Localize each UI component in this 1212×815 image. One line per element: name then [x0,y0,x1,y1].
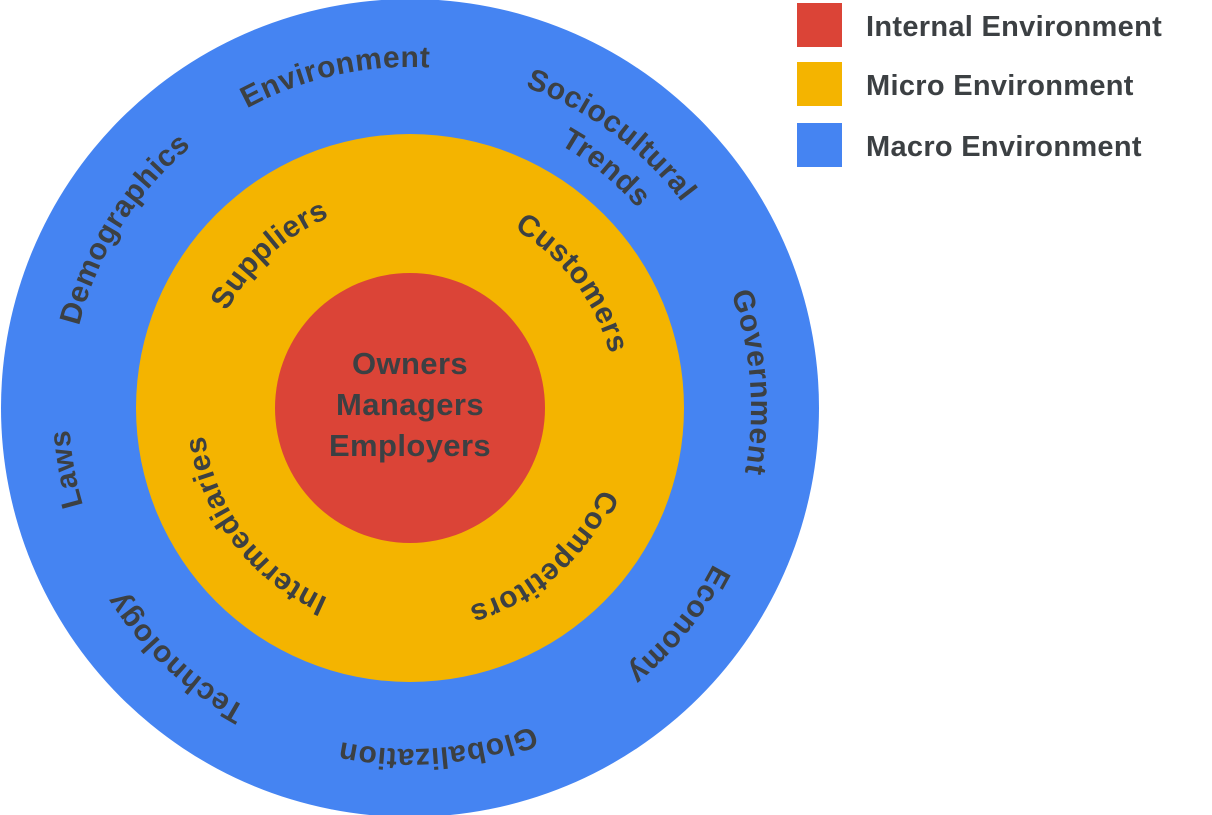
legend: Internal Environment Micro Environment M… [797,3,1162,167]
internal-label-employers: Employers [329,428,491,463]
legend-label-macro: Macro Environment [866,131,1142,163]
legend-item-micro: Micro Environment [797,62,1134,106]
legend-swatch-macro [797,123,842,167]
legend-item-macro: Macro Environment [797,123,1142,167]
legend-label-internal: Internal Environment [866,11,1162,43]
legend-swatch-internal [797,3,842,47]
legend-swatch-micro [797,62,842,106]
internal-environment-circle [275,273,545,543]
internal-circle-labels: Owners Managers Employers [329,346,491,463]
internal-label-owners: Owners [352,346,468,381]
legend-item-internal: Internal Environment [797,3,1162,47]
internal-label-managers: Managers [336,387,484,422]
legend-label-micro: Micro Environment [866,70,1134,102]
